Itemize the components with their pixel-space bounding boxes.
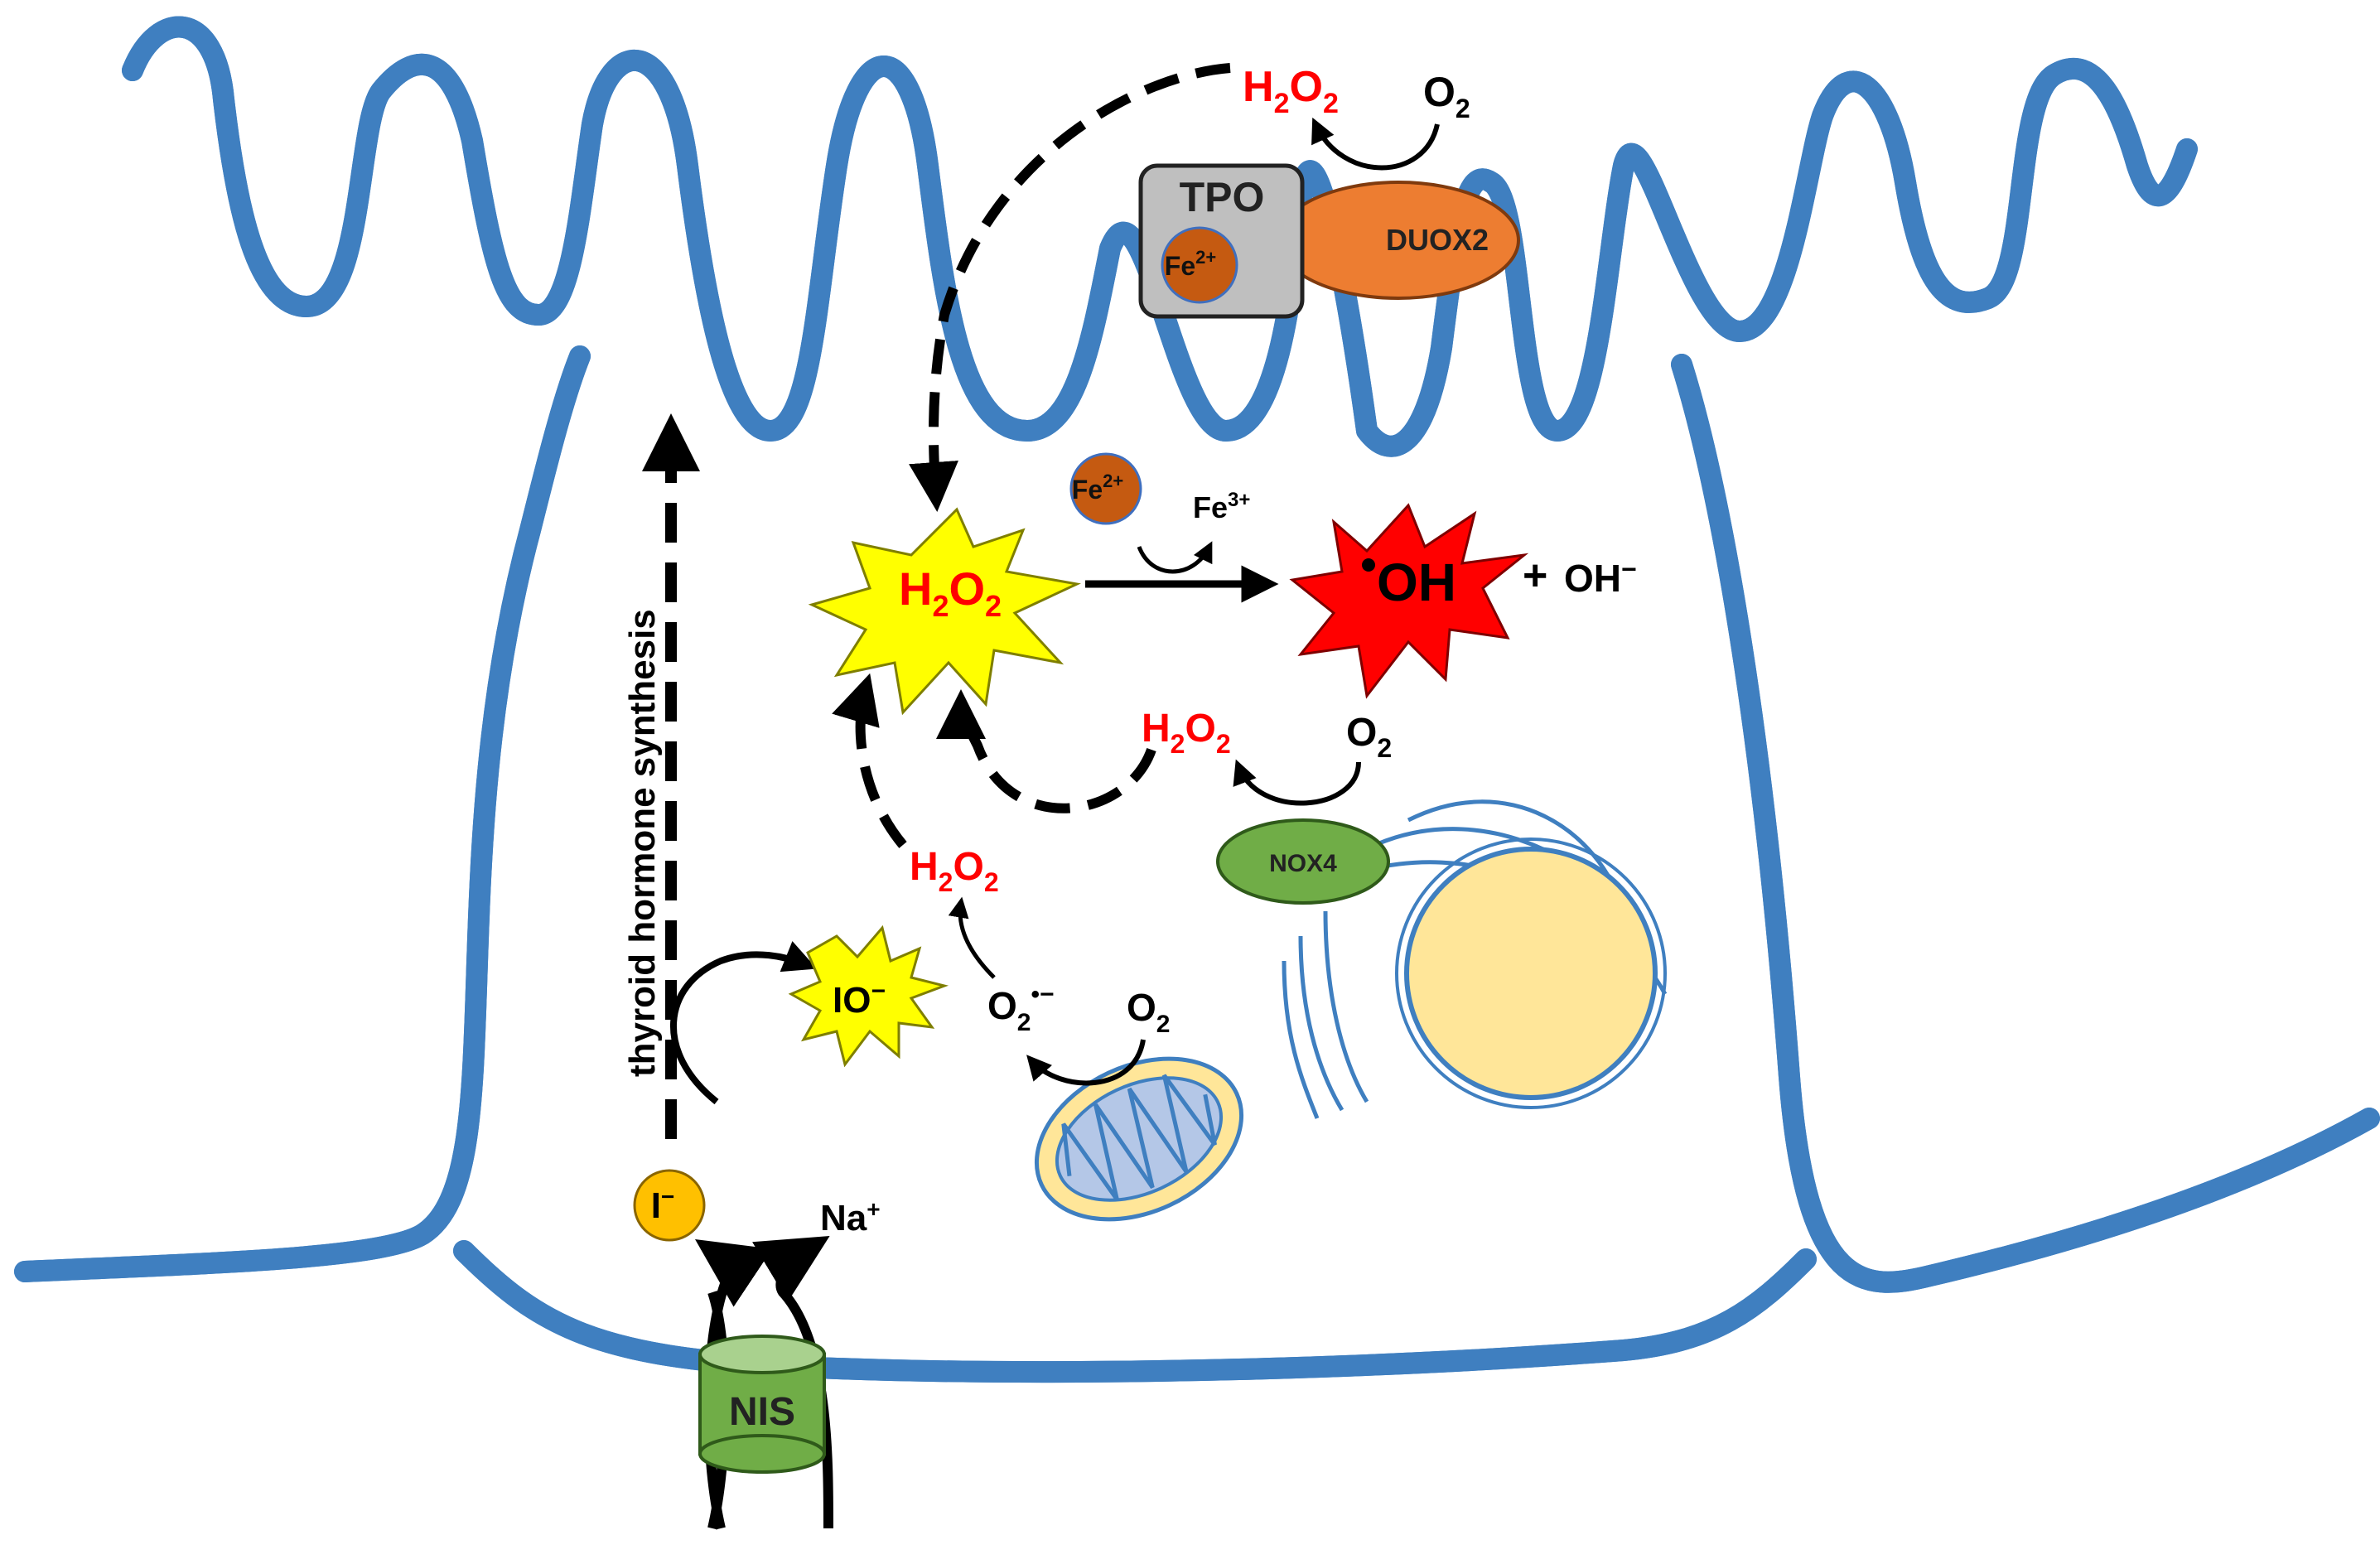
fe3-label: Fe [1193, 490, 1228, 524]
mitochondrion [1034, 1056, 1244, 1222]
iodide-oxidation-arrow [670, 941, 818, 1105]
io-minus-charge: − [871, 978, 886, 1005]
nox4-protein [1216, 818, 1390, 905]
svg-text:O2: O2 [1346, 711, 1392, 763]
h2o2-mito-label: H [910, 845, 939, 889]
mito-cristae [1061, 1074, 1217, 1201]
sodium-label: Na [820, 1198, 867, 1238]
svg-text:Na+: Na+ [820, 1196, 881, 1238]
fe-tpo-circle [1161, 226, 1238, 304]
iodide-charge: − [661, 1184, 674, 1209]
nox4-label: NOX4 [1269, 850, 1337, 877]
fe2-free-circle [1069, 452, 1142, 525]
duox2-label: DUOX2 [1386, 223, 1489, 257]
superoxide-label: O [987, 984, 1017, 1027]
nis-label: NIS [729, 1390, 795, 1434]
fenton-reaction: Fe2+ Fe3+ OH + OH− [1069, 452, 1637, 699]
dashed-arrow-top-to-center [909, 63, 1231, 512]
nis-in-arrow-iodide [695, 1239, 773, 1530]
h2o2-top-label: H [1243, 63, 1274, 111]
plus-sign: + [1523, 552, 1547, 600]
oh-minus-charge: − [1621, 554, 1637, 584]
superoxide-to-h2o2-arrow [948, 896, 996, 979]
yellow-starburst-io [788, 924, 949, 1068]
svg-text:O2: O2 [1127, 986, 1170, 1038]
top-h2o2-reaction: H2O2 O2 [909, 63, 1470, 512]
svg-text:Fe2+: Fe2+ [1165, 247, 1216, 281]
iodide-circle [633, 1169, 706, 1242]
radical-dot [1362, 558, 1375, 572]
top-reaction-arrow [1311, 117, 1440, 171]
iodide-label: I [651, 1185, 661, 1226]
tpo-label: TPO [1180, 174, 1265, 220]
red-starburst-hydroxyl [1289, 503, 1529, 699]
nucleus [1404, 847, 1658, 1100]
thyroid-hormone-synthesis-label: thyroid hormone synthesis [622, 609, 663, 1077]
fe-tpo-label: Fe [1165, 251, 1195, 281]
svg-text:H2O2: H2O2 [910, 845, 999, 897]
central-h2o2-burst: H2O2 [808, 507, 1081, 716]
tpo-duox2-complex: DUOX2 TPO Fe2+ [1138, 163, 1520, 319]
fe-tpo-charge: 2+ [1195, 247, 1216, 268]
fe3-charge: 3+ [1228, 489, 1250, 511]
svg-text:OH−: OH− [1564, 554, 1637, 600]
cell-membrane [14, 27, 2380, 1373]
dashed-arrow-nox-to-center [936, 689, 1156, 813]
lateral-membrane-left [14, 345, 591, 1282]
fe-conversion-arrow [1137, 541, 1213, 574]
svg-text:I−: I− [651, 1184, 675, 1226]
svg-text:H2O2: H2O2 [1142, 707, 1231, 759]
oh-minus-label: OH [1564, 557, 1621, 600]
mito-reaction-arrow [1026, 1039, 1146, 1086]
io-minus-label: IO [833, 980, 871, 1021]
fe2-free-charge: 2+ [1103, 471, 1123, 491]
svg-text:H2O2: H2O2 [1243, 63, 1339, 119]
fe2-free-label: Fe [1072, 475, 1103, 504]
mito-reaction: O2•− O2 H2O2 [832, 673, 1170, 1086]
svg-text:Fe3+: Fe3+ [1193, 489, 1250, 524]
nucleus-er [1282, 799, 1668, 1119]
svg-text:H2O2: H2O2 [899, 562, 1002, 623]
o2-mito-label: O [1127, 986, 1156, 1029]
iodide-pathway: thyroid hormone synthesis IO− I− Na+ [622, 413, 949, 1242]
h2o2-center-label: H [899, 562, 932, 615]
o2-nox-label: O [1346, 711, 1377, 755]
h2o2-nox-label: H [1142, 707, 1171, 751]
oh-radical-label: OH [1377, 553, 1456, 612]
o2-top-label: O [1423, 69, 1456, 115]
svg-text:IO−: IO− [833, 978, 886, 1021]
svg-text:O2•−: O2•− [987, 981, 1055, 1036]
nox4-reaction: NOX4 H2O2 O2 [936, 689, 1392, 905]
svg-text:O2: O2 [1423, 69, 1470, 123]
sodium-charge: + [867, 1196, 880, 1222]
yellow-starburst-h2o2 [808, 507, 1081, 716]
lateral-membrane-right [1671, 354, 2380, 1293]
nis-transporter: NIS [695, 1236, 833, 1530]
dashed-arrow-mito-to-center [832, 673, 907, 848]
nis-cylinder-top [698, 1335, 826, 1374]
nis-in-arrow-sodium [751, 1236, 833, 1529]
svg-text:Fe2+: Fe2+ [1072, 471, 1123, 504]
nox-reaction-arrow [1233, 759, 1361, 806]
